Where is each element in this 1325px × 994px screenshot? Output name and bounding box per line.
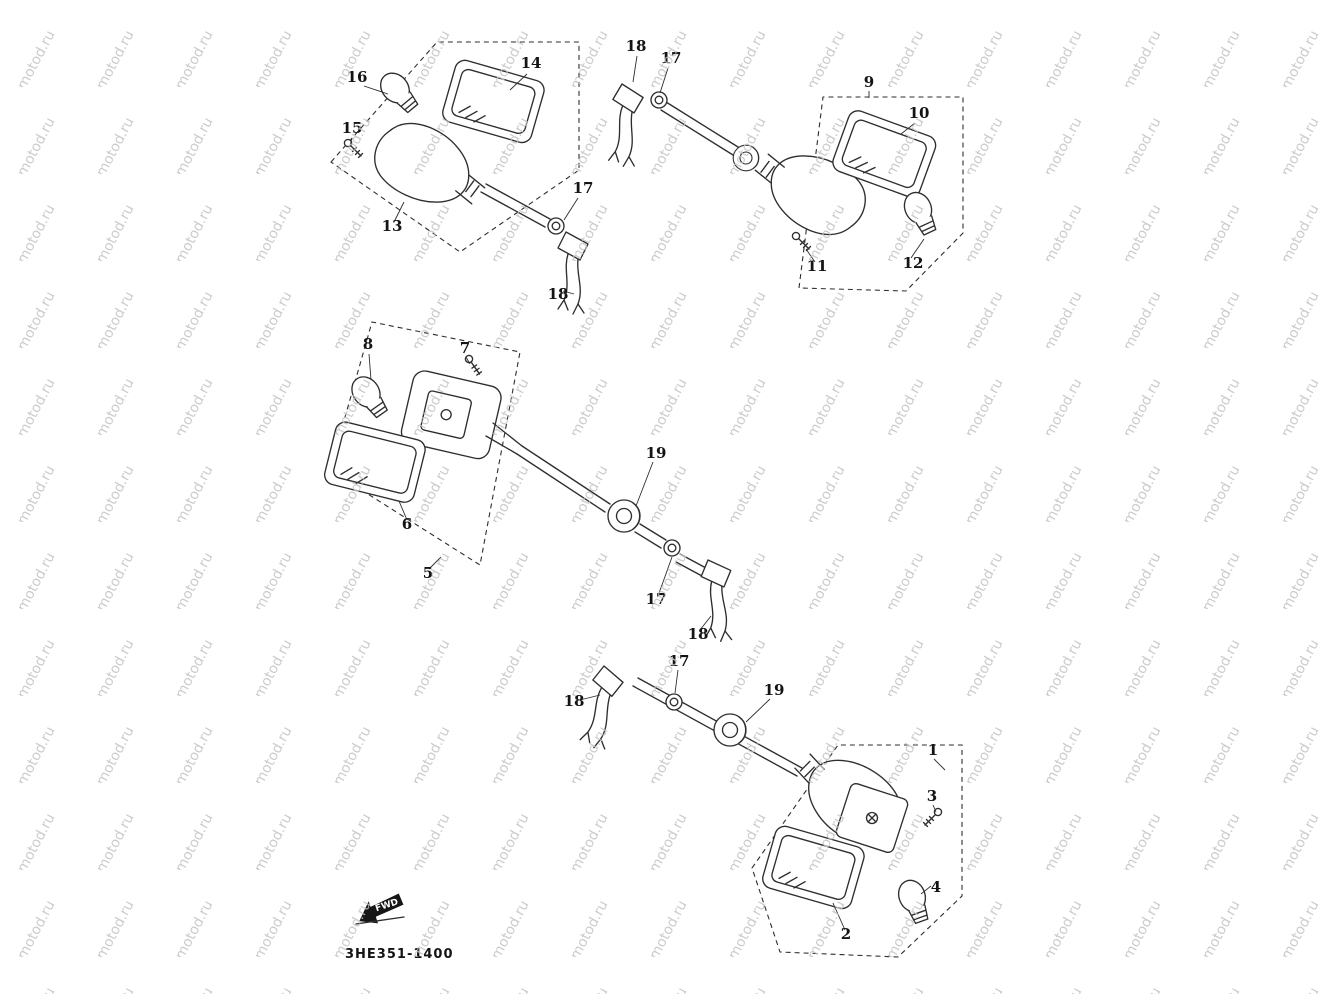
part-label-2: 2 <box>841 925 851 943</box>
bulb-8 <box>345 370 393 423</box>
part-label-13: 13 <box>382 217 403 235</box>
part-label-1: 1 <box>928 741 938 759</box>
wire-connector-18-b <box>607 82 645 169</box>
part-label-18-a: 18 <box>548 285 569 303</box>
part-label-5: 5 <box>423 564 433 582</box>
part-label-18-d: 18 <box>564 692 585 710</box>
part-label-11: 11 <box>807 257 828 275</box>
plate-screw-head <box>865 811 879 825</box>
stem-c1 <box>516 445 611 513</box>
part-label-17-c: 17 <box>646 590 667 608</box>
stem-b <box>660 101 739 156</box>
part-label-12: 12 <box>903 254 924 272</box>
ring-17-b <box>650 91 668 109</box>
part-label-18-c: 18 <box>688 625 709 643</box>
housing-13 <box>367 117 495 212</box>
ring-17-d <box>665 693 683 711</box>
part-label-18-b: 18 <box>626 37 647 55</box>
stem-c3 <box>675 553 707 577</box>
part-label-19-d: 19 <box>764 681 785 699</box>
assembly-c <box>321 321 737 644</box>
part-label-17-b: 17 <box>661 49 682 67</box>
part-label-19-c: 19 <box>646 444 667 462</box>
wire-connector-18-d <box>578 663 627 752</box>
part-label-17-a: 17 <box>573 179 594 197</box>
ring-17-c <box>663 539 681 557</box>
part-label-17-d: 17 <box>669 652 690 670</box>
part-label-3: 3 <box>927 787 937 805</box>
grommet-19-d <box>713 713 747 747</box>
assembly-a <box>330 41 589 315</box>
diagram-code: 3HE351-1400 <box>345 947 454 962</box>
stem-a <box>480 183 551 228</box>
bulb-4 <box>893 875 935 927</box>
screw-11 <box>791 231 812 252</box>
sleeve-b <box>732 144 760 172</box>
assembly-d <box>578 663 963 958</box>
part-label-7: 7 <box>460 339 470 357</box>
stem-c2 <box>634 523 667 549</box>
part-label-8: 8 <box>363 335 373 353</box>
part-label-15: 15 <box>342 119 363 137</box>
part-label-16: 16 <box>347 68 368 86</box>
part-label-10: 10 <box>909 104 930 122</box>
part-label-9: 9 <box>864 73 874 91</box>
grommet-19-c <box>607 499 641 533</box>
ring-17-a <box>547 217 565 235</box>
part-label-4: 4 <box>931 878 941 896</box>
part-label-6: 6 <box>402 515 412 533</box>
screw-3 <box>922 807 943 828</box>
screw-15 <box>343 138 364 159</box>
part-label-14: 14 <box>521 54 542 72</box>
